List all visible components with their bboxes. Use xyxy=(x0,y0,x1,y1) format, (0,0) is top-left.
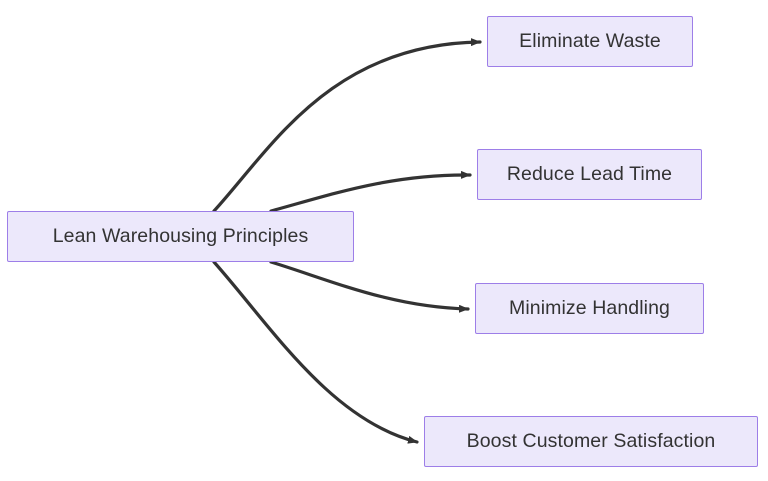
node-reduce-lead-time[interactable]: Reduce Lead Time xyxy=(477,149,702,200)
node-label: Eliminate Waste xyxy=(519,29,661,52)
edge-root-to-minimize-handling xyxy=(269,260,470,313)
edge-root-to-boost-customer-satisfaction xyxy=(212,260,419,444)
node-boost-customer-satisfaction[interactable]: Boost Customer Satisfaction xyxy=(424,416,758,467)
edge-root-to-eliminate-waste xyxy=(212,38,482,213)
node-label: Boost Customer Satisfaction xyxy=(466,429,716,452)
node-label: Reduce Lead Time xyxy=(506,162,673,185)
edge-root-to-reduce-lead-time xyxy=(269,170,472,213)
node-lean-warehousing-principles[interactable]: Lean Warehousing Principles xyxy=(7,211,354,262)
node-eliminate-waste[interactable]: Eliminate Waste xyxy=(487,16,693,67)
node-label: Lean Warehousing Principles xyxy=(52,224,309,247)
node-minimize-handling[interactable]: Minimize Handling xyxy=(475,283,704,334)
node-label: Minimize Handling xyxy=(508,296,670,319)
